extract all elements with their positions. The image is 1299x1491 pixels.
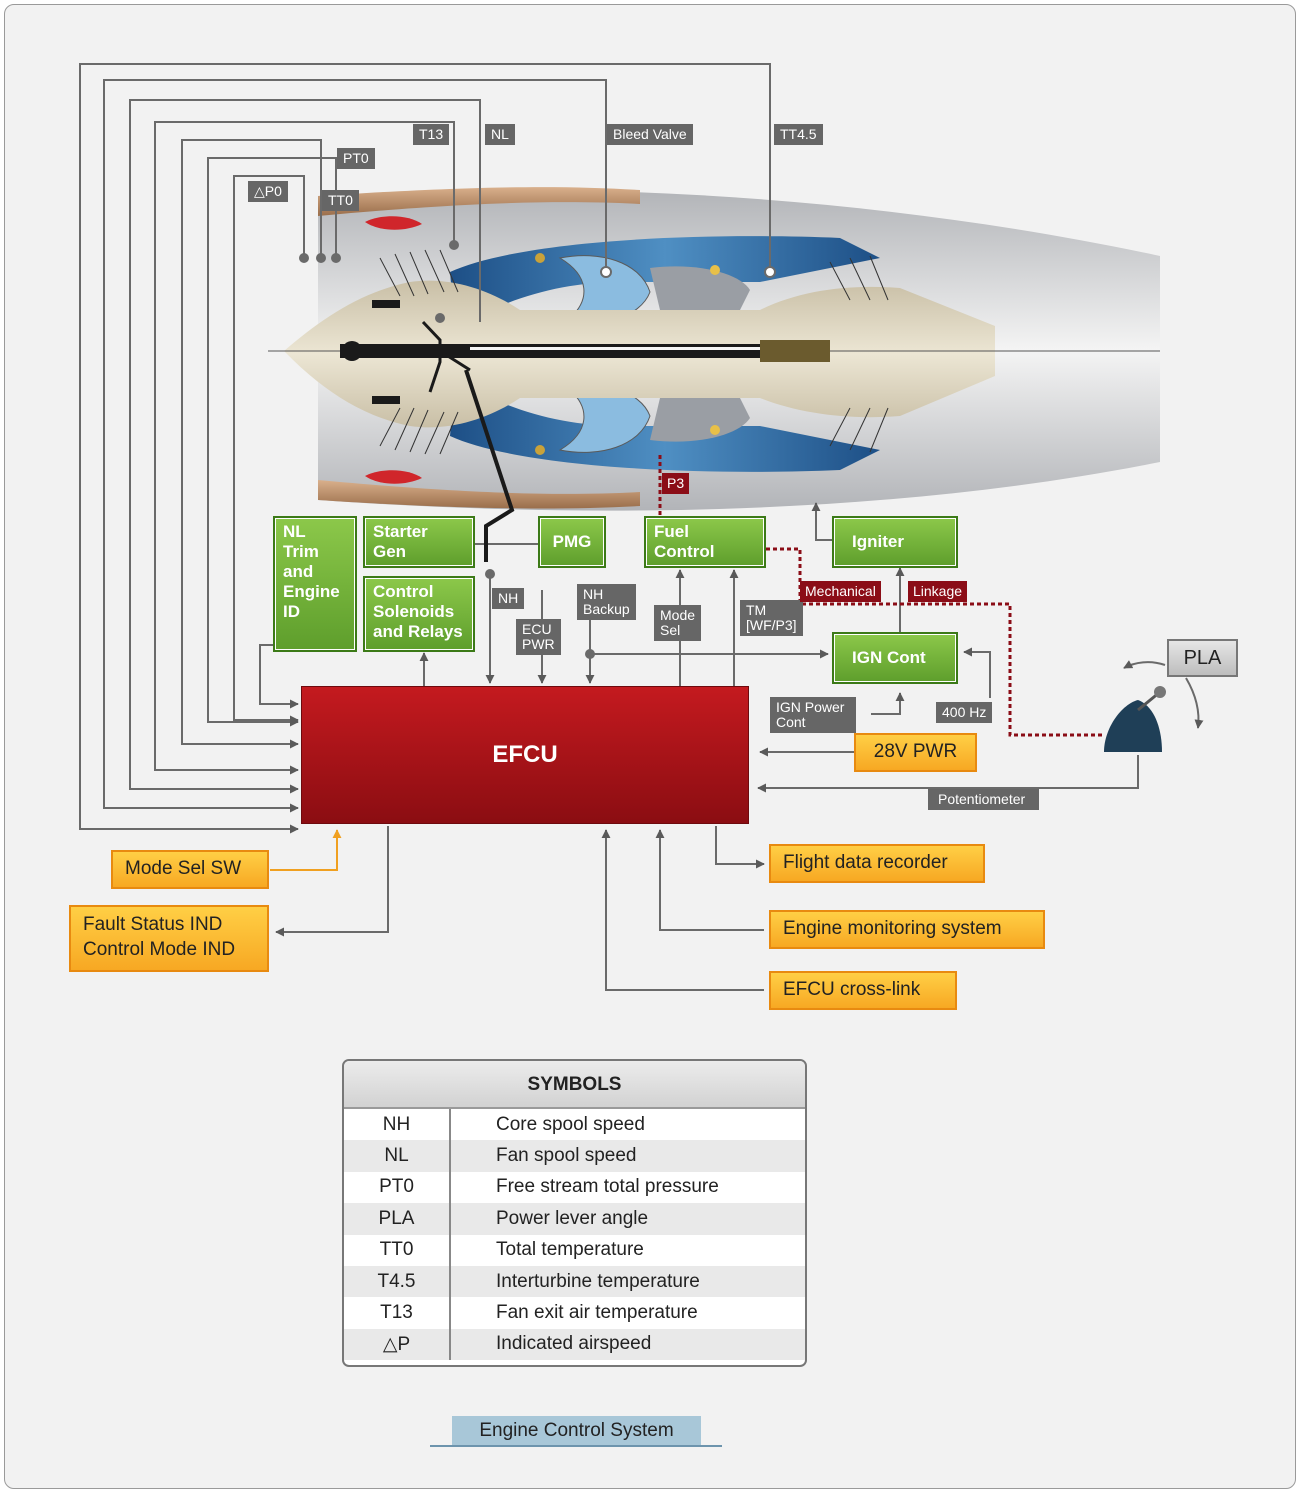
- nh-pickup-point: [485, 569, 495, 579]
- pla-box: PLA: [1167, 639, 1238, 677]
- control-solenoids-box: Control Solenoids and Relays: [363, 576, 475, 652]
- symbol-meaning: Fan spool speed: [450, 1140, 805, 1172]
- engine-cutaway: [268, 187, 1160, 511]
- symbols-heading: SYMBOLS: [344, 1061, 805, 1109]
- symbol-meaning: Core spool speed: [496, 1113, 645, 1135]
- signal-label-tm: TM [WF/P3]: [740, 600, 803, 636]
- nl-trim-engine-id-box: NL Trim and Engine ID: [273, 516, 357, 652]
- symbols-row: NH Core spool speed: [344, 1109, 805, 1141]
- sensor-label-tt0: TT0: [322, 190, 359, 211]
- accessory-drive-shaft: [464, 369, 515, 562]
- engine-monitoring-box: Engine monitoring system: [769, 910, 1045, 949]
- mode-sel-sw-box: Mode Sel SW: [111, 850, 269, 889]
- symbol-code: NH: [344, 1109, 451, 1141]
- symbols-row: TT0 Total temperature: [344, 1234, 805, 1266]
- sensor-label-p3: P3: [662, 473, 690, 494]
- symbol-meaning: Interturbine temperature: [450, 1265, 805, 1298]
- pla-lever: [1104, 660, 1204, 752]
- sensor-label-t13: T13: [413, 124, 450, 145]
- fuel-control-box: Fuel Control: [644, 516, 766, 568]
- linkage-label-mechanical: Mechanical: [800, 581, 881, 602]
- sensor-points: [299, 240, 776, 323]
- symbol-meaning: Total temperature: [496, 1239, 644, 1261]
- sensor-label-bleed-valve: Bleed Valve: [607, 124, 693, 145]
- symbol-code: PT0: [344, 1171, 451, 1204]
- figure-caption: Engine Control System: [452, 1416, 701, 1445]
- signal-label-potentiometer: Potentiometer: [928, 789, 1040, 810]
- igniter-box: Igniter: [832, 516, 958, 568]
- pwr-28v-box: 28V PWR: [854, 733, 977, 772]
- linkage-label-linkage: Linkage: [908, 581, 968, 602]
- signal-label-400hz: 400 Hz: [936, 702, 993, 723]
- flight-data-recorder-box: Flight data recorder: [769, 844, 985, 883]
- symbols-row: T13 Fan exit air temperature: [344, 1297, 805, 1329]
- signal-label-mode-sel: Mode Sel: [654, 605, 702, 641]
- nh-backup-junction: [585, 649, 595, 659]
- signal-label-nh-backup: NH Backup: [577, 584, 636, 620]
- symbol-meaning: Indicated airspeed: [450, 1328, 805, 1361]
- pmg-box: PMG: [538, 516, 606, 568]
- fault-status-box: Fault Status IND Control Mode IND: [69, 905, 269, 972]
- mechanical-linkage: [658, 455, 1104, 737]
- symbol-code: NL: [344, 1140, 451, 1172]
- symbol-meaning: Free stream total pressure: [496, 1176, 719, 1198]
- symbol-code: T13: [344, 1297, 451, 1329]
- sensor-label-nl: NL: [485, 124, 515, 145]
- symbols-row: PT0 Free stream total pressure: [344, 1171, 805, 1204]
- ign-cont-box: IGN Cont: [832, 632, 958, 684]
- sensor-label-dp0: △P0: [248, 181, 288, 202]
- signal-label-ecu-pwr: ECU PWR: [516, 619, 561, 655]
- symbol-code: PLA: [344, 1203, 451, 1235]
- starter-gen-box: Starter Gen: [363, 516, 475, 568]
- efcu-crosslink-box: EFCU cross-link: [769, 971, 957, 1010]
- sensor-label-pt0: PT0: [337, 148, 375, 169]
- signal-label-nh: NH: [492, 588, 525, 609]
- symbol-meaning: Fan exit air temperature: [496, 1302, 698, 1324]
- symbol-code: T4.5: [344, 1265, 451, 1298]
- symbol-meaning: Power lever angle: [450, 1203, 805, 1235]
- symbol-code: TT0: [344, 1234, 451, 1266]
- caption-underline: [430, 1445, 722, 1447]
- signal-label-ign-power-cont: IGN Power Cont: [770, 697, 857, 733]
- symbol-code: △P: [344, 1328, 451, 1361]
- efcu-unit: EFCU: [301, 686, 749, 824]
- mode-sel-sw-wire: [270, 829, 342, 871]
- sensor-label-tt45: TT4.5: [774, 124, 823, 145]
